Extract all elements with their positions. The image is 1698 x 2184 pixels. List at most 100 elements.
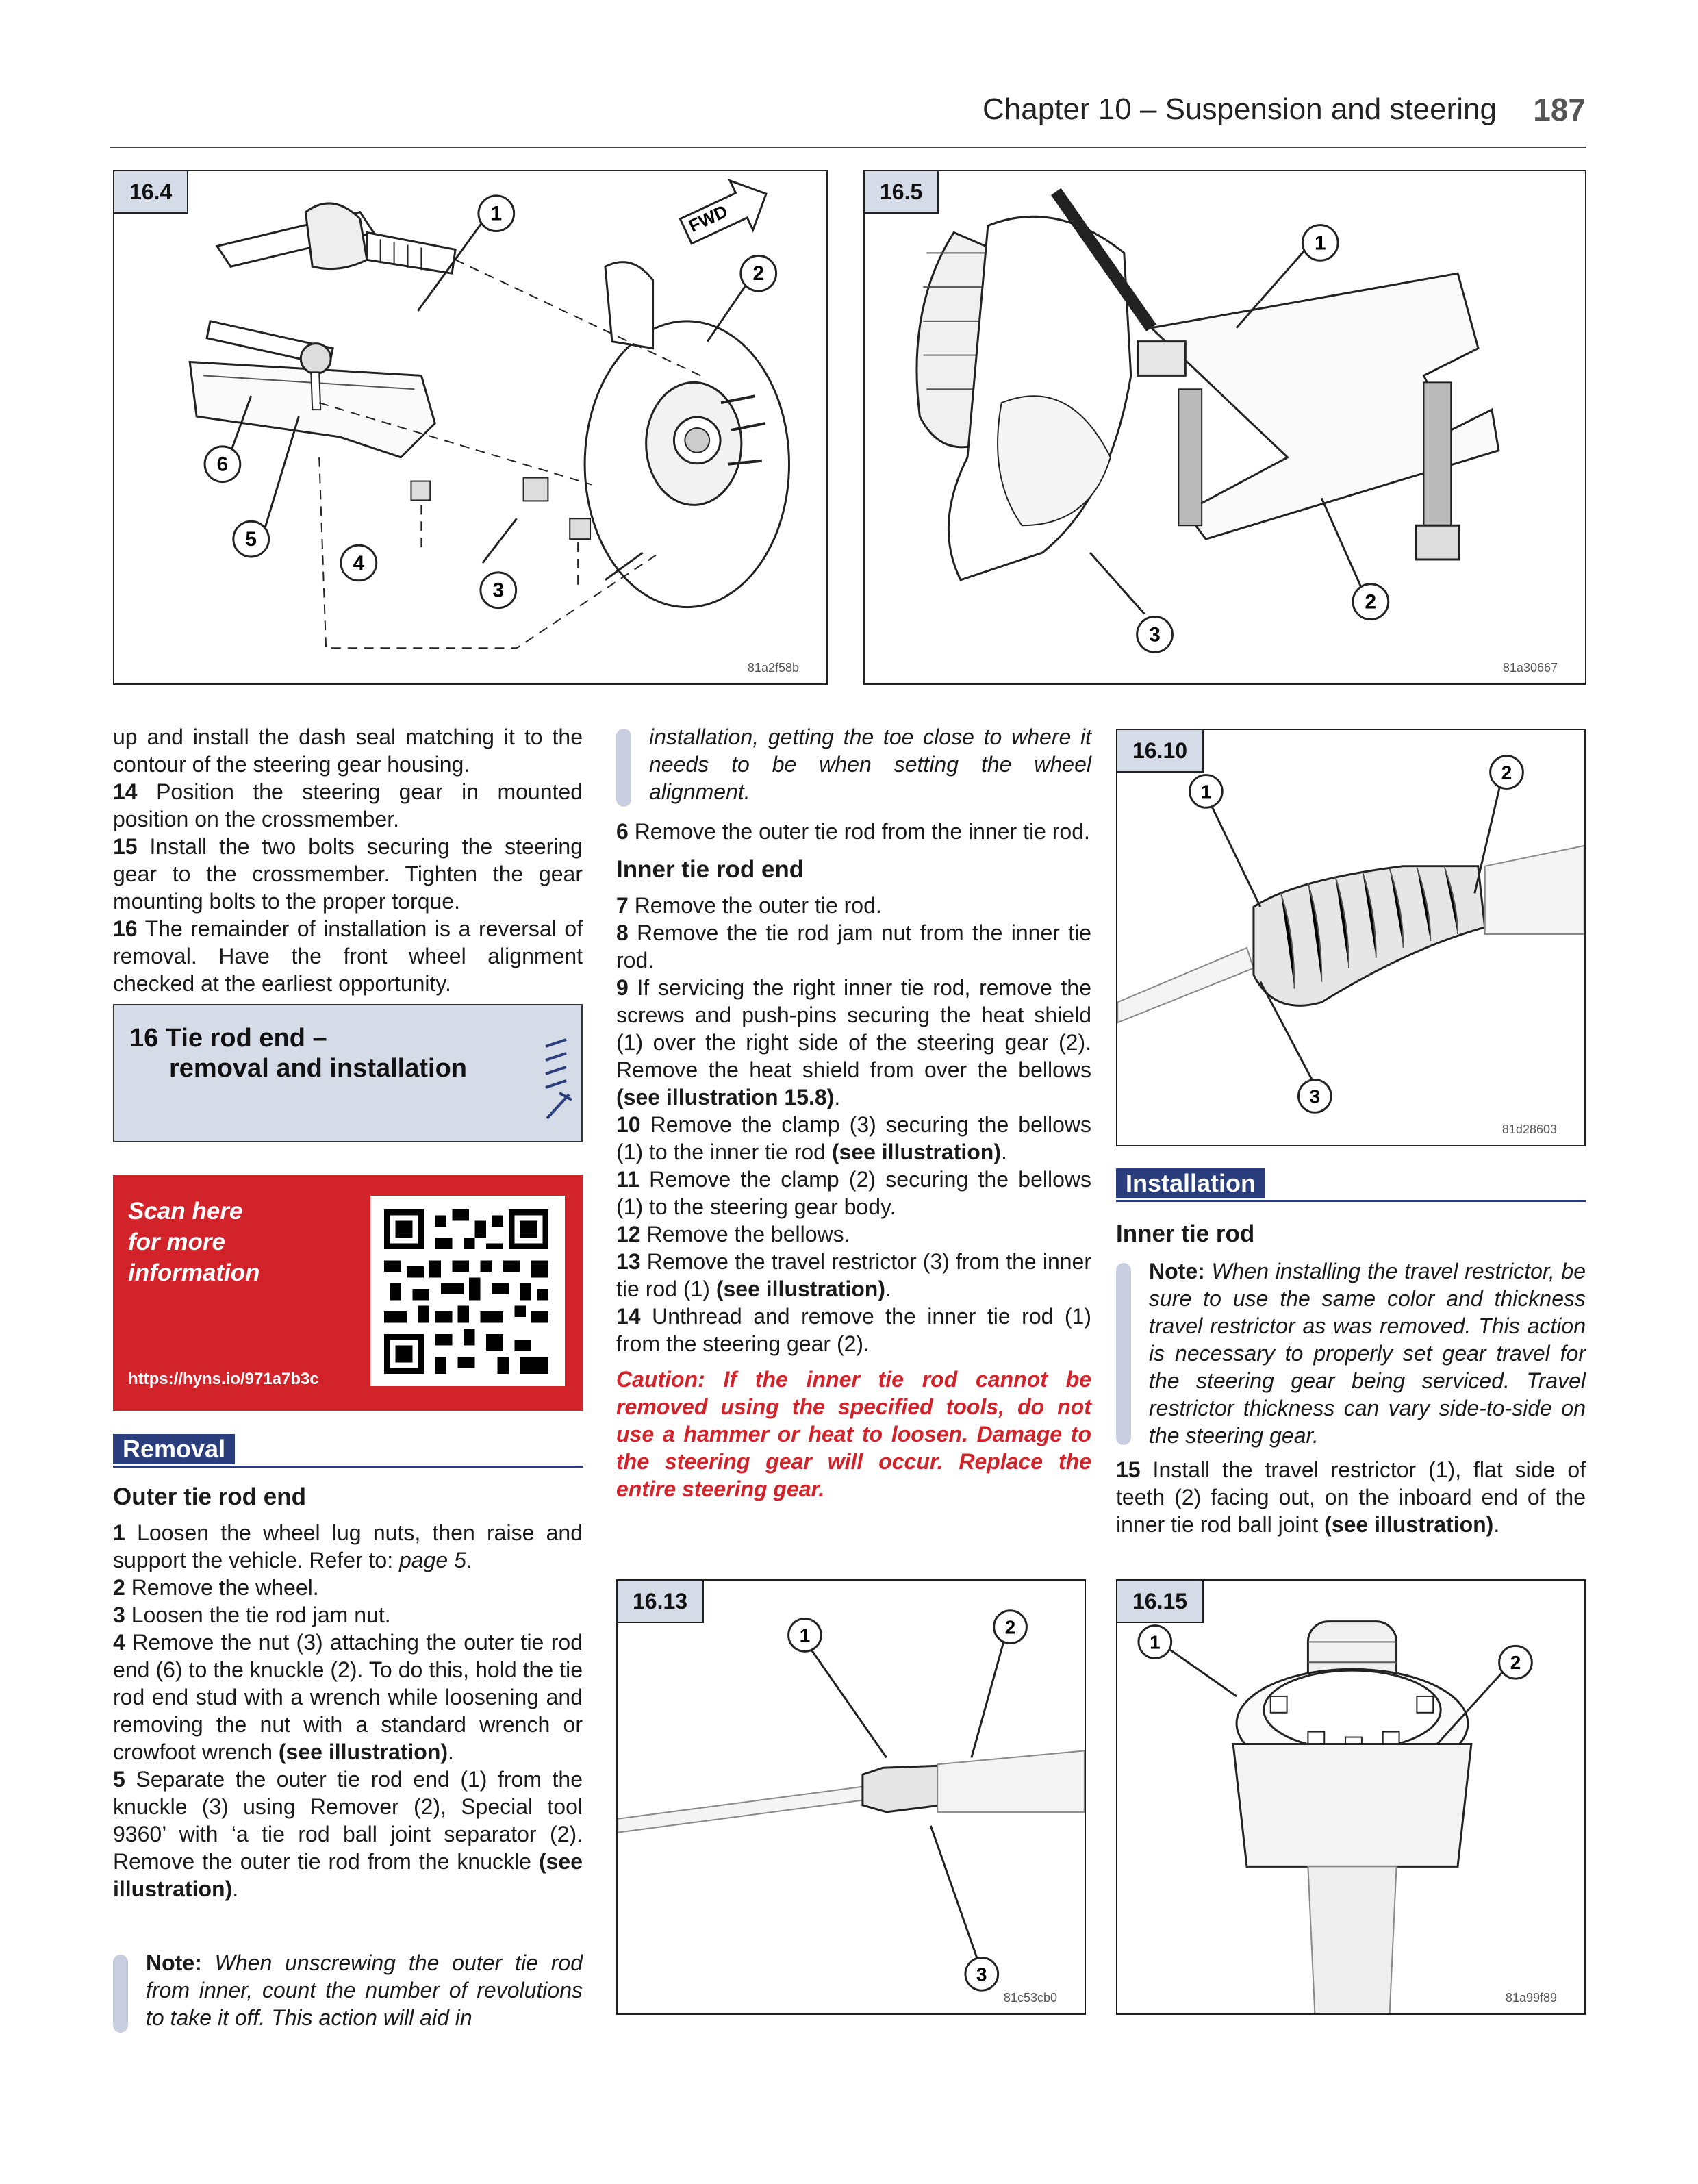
figure-label: 16.10 <box>1117 730 1204 773</box>
column-3: Inner tie rod <box>1116 1209 1586 1256</box>
figure-code: 81d28603 <box>1501 1122 1557 1136</box>
callout-2: 2 <box>1365 591 1377 614</box>
note-block: Note: When unscrewing the outer tie rod … <box>113 1949 583 2037</box>
qr-caption-line: information <box>128 1259 260 1286</box>
qr-code-image <box>370 1196 565 1386</box>
section-title: 16 Tie rod end – removal and installatio… <box>129 1023 467 1083</box>
figure-code: 81a30667 <box>1502 661 1558 675</box>
step-number: 14 <box>616 1304 641 1329</box>
step-number: 10 <box>616 1112 641 1137</box>
installation-tab: Installation <box>1116 1168 1266 1198</box>
step-10: 10 Remove the clamp (3) securing the bel… <box>616 1112 1092 1164</box>
installation-tab-bar: Installation <box>1116 1168 1586 1202</box>
note-continued: installation, getting the toe close to w… <box>616 723 1091 811</box>
step-text: Position the steering gear in mounted po… <box>113 779 583 831</box>
illustration-reference: (see illustration 15.8) <box>616 1085 835 1109</box>
step-number: 2 <box>113 1575 125 1600</box>
callout-2: 2 <box>1501 762 1512 783</box>
note-text: installation, getting the toe close to w… <box>649 725 1091 804</box>
callout-6: 6 <box>217 453 229 476</box>
step-text: Separate the outer tie rod end (1) from … <box>113 1767 583 1874</box>
step-number: 15 <box>113 834 138 859</box>
note-text: Note: When installing the travel restric… <box>1149 1257 1586 1449</box>
figure-label: 16.13 <box>618 1581 705 1623</box>
step-number: 15 <box>1116 1457 1141 1482</box>
figure-16-10: 1 2 3 16.10 81d28603 <box>1116 729 1586 1146</box>
callout-1: 1 <box>1201 781 1211 802</box>
figure-label: 16.4 <box>114 171 189 214</box>
callout-1: 1 <box>491 203 503 225</box>
callout-3: 3 <box>1149 623 1161 646</box>
inner-tie-rod-heading: Inner tie rod <box>1116 1220 1255 1247</box>
step-text: Remove the outer tie rod. <box>634 893 882 918</box>
note-text: Note: When unscrewing the outer tie rod … <box>146 1949 583 2031</box>
step-15: 15 Install the two bolts securing the st… <box>113 833 583 915</box>
illustration-reference: (see illustration) <box>113 1849 583 1901</box>
column-2: 6 Remove the outer tie rod from the inne… <box>616 818 1091 1503</box>
section-heading-box: 16 Tie rod end – removal and installatio… <box>113 1004 583 1142</box>
page-reference[interactable]: page 5 <box>399 1548 466 1572</box>
figure-16-4: FWD 1 2 3 4 5 6 16.4 81a2f58b <box>113 170 828 685</box>
section-number: 16 <box>129 1024 159 1053</box>
step-text: Remove the wheel. <box>131 1575 319 1600</box>
step-text: Loosen the wheel lug nuts, then raise an… <box>113 1520 583 1572</box>
page-header: Chapter 10 – Suspension and steering 187 <box>110 89 1586 148</box>
callout-2: 2 <box>1005 1617 1015 1638</box>
step-14: 14 Unthread and remove the inner tie rod… <box>616 1303 1091 1357</box>
illustration-reference: (see illustration) <box>831 1140 1001 1164</box>
callout-3: 3 <box>492 579 504 602</box>
inner-tie-rod-end-heading: Inner tie rod end <box>616 856 804 883</box>
figure-16-10-drawing: 1 2 3 <box>1117 755 1584 1114</box>
step-7: 7 Remove the outer tie rod. <box>616 892 1091 919</box>
step-number: 14 <box>113 779 138 804</box>
note-body: When installing the travel restrictor, b… <box>1149 1259 1586 1448</box>
wrench-difficulty-icon <box>545 1038 572 1120</box>
step-text: Loosen the tie rod jam nut. <box>131 1603 391 1627</box>
callout-1: 1 <box>1150 1631 1160 1653</box>
callout-5: 5 <box>245 528 257 551</box>
removal-tab: Removal <box>113 1434 236 1464</box>
step-6: 6 Remove the outer tie rod from the inne… <box>616 818 1091 845</box>
figure-16-13-drawing: 1 2 3 <box>618 1609 1085 1992</box>
step-3: 3 Loosen the tie rod jam nut. <box>113 1601 583 1629</box>
chapter-title: Chapter 10 – Suspension and steering <box>983 92 1497 126</box>
step-number: 12 <box>616 1222 641 1246</box>
step-15: 15 Install the travel restrictor (1), fl… <box>1116 1457 1586 1537</box>
step-number: 6 <box>616 819 629 844</box>
step-number: 13 <box>616 1249 641 1274</box>
column-3-steps: 15 Install the travel restrictor (1), fl… <box>1116 1456 1586 1538</box>
column-1-removal: Outer tie rod end 1 Loosen the wheel lug… <box>113 1472 583 1903</box>
section-title-line2: removal and installation <box>169 1054 467 1083</box>
callout-4: 4 <box>353 552 365 575</box>
qr-promo-box[interactable]: Scan here for more information https://h… <box>113 1175 583 1411</box>
figure-16-13: 1 2 3 16.13 81c53cb0 <box>616 1579 1086 2015</box>
step-2: 2 Remove the wheel. <box>113 1574 583 1601</box>
step-number: 16 <box>113 916 138 941</box>
figure-label: 16.15 <box>1117 1581 1204 1623</box>
step-number: 11 <box>616 1167 639 1192</box>
step-text: Remove the bellows. <box>646 1222 850 1246</box>
caution-text: Caution: If the inner tie rod cannot be … <box>616 1367 1091 1501</box>
qr-caption: Scan here for more information <box>128 1196 259 1288</box>
column-1: up and install the dash seal matching it… <box>113 723 583 997</box>
callout-3: 3 <box>976 1963 987 1985</box>
figure-code: 81a2f58b <box>747 661 799 675</box>
step-4: 4 Remove the nut (3) attaching the outer… <box>113 1630 583 1764</box>
note-bar <box>616 729 631 807</box>
paragraph: up and install the dash seal matching it… <box>113 723 583 778</box>
step-text: Unthread and remove the inner tie rod (1… <box>616 1304 1091 1356</box>
page-number: 187 <box>1533 92 1586 127</box>
step-number: 4 <box>113 1630 125 1655</box>
illustration-reference: (see illustration) <box>715 1277 885 1301</box>
step-number: 9 <box>616 975 629 1000</box>
qr-url-link[interactable]: https://hyns.io/971a7b3c <box>128 1370 319 1388</box>
removal-tab-bar: Removal <box>113 1434 583 1468</box>
callout-2: 2 <box>1510 1652 1521 1673</box>
step-number: 8 <box>616 920 629 945</box>
step-text: Remove the clamp (3) securing the bellow… <box>616 1112 1092 1164</box>
outer-tie-rod-heading: Outer tie rod end <box>113 1483 306 1510</box>
qr-caption-line: Scan here <box>128 1198 243 1225</box>
step-16: 16 The remainder of installation is a re… <box>113 915 583 997</box>
step-13: 13 Remove the travel restrictor (3) from… <box>616 1249 1092 1301</box>
step-text: Remove the clamp (2) securing the bellow… <box>616 1167 1092 1219</box>
